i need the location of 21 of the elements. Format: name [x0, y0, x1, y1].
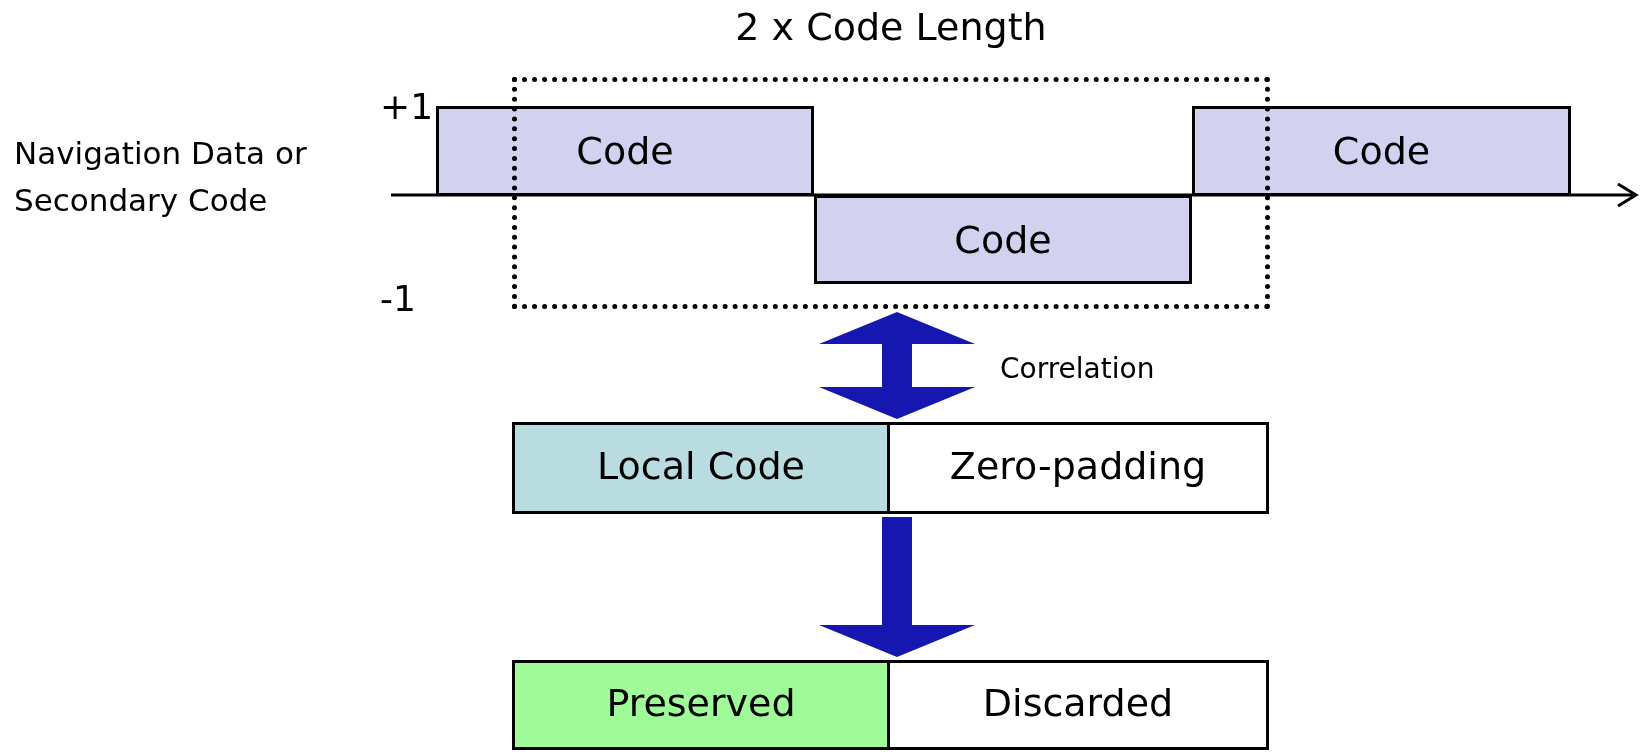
- segment-label: Code: [575, 128, 675, 174]
- segment-label: Code: [1331, 128, 1432, 174]
- code-block: [1192, 106, 1571, 196]
- block-arrow: [819, 517, 975, 657]
- code-block: [436, 106, 814, 196]
- code-block: [814, 195, 1192, 284]
- segment-bar: [512, 422, 1269, 514]
- preserved-segment: [515, 663, 887, 747]
- segment-label: Zero-padding: [948, 443, 1208, 489]
- block-arrow: [819, 312, 975, 419]
- level-label: +1: [380, 85, 434, 129]
- edge-label: Correlation: [1000, 352, 1155, 385]
- segment-bar: [512, 660, 1269, 750]
- segment-label: Discarded: [981, 680, 1175, 726]
- segment-label: Local Code: [596, 443, 806, 489]
- segment-label: Preserved: [605, 680, 797, 726]
- segment-label: Code: [953, 216, 1053, 263]
- level-label: -1: [380, 277, 416, 321]
- window-heading: 2 x Code Length: [734, 4, 1048, 50]
- code-segment: [515, 425, 887, 511]
- signal-label: Navigation Data or Secondary Code: [14, 134, 308, 220]
